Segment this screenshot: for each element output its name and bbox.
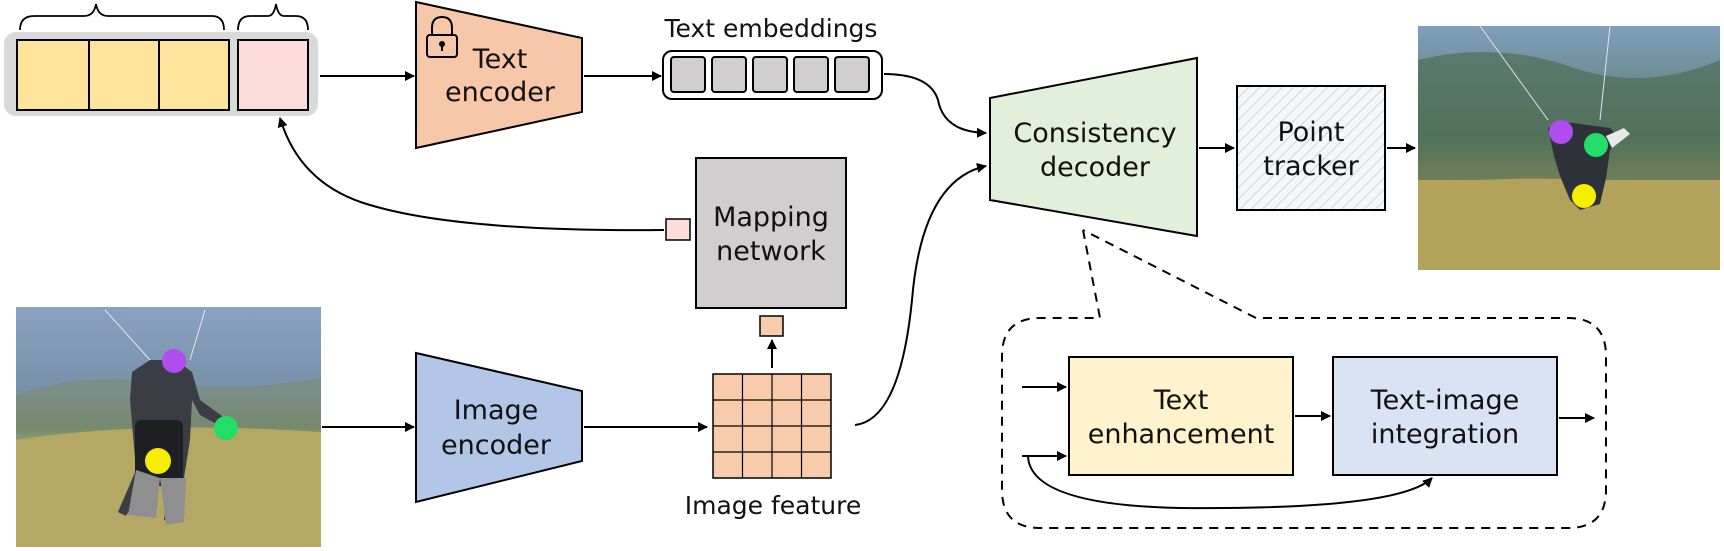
lock-icon bbox=[426, 15, 458, 58]
tracked-point-yellow bbox=[1572, 184, 1596, 208]
query-point-green bbox=[214, 416, 238, 440]
arrow-image-input-to-integration bbox=[1027, 455, 1433, 510]
input-image bbox=[16, 307, 321, 547]
embedding-cell bbox=[670, 56, 706, 93]
consistency-decoder-block bbox=[989, 56, 1198, 238]
decoder-detail-callout bbox=[1001, 229, 1607, 529]
point-tracker-label-line2: tracker bbox=[1263, 151, 1359, 182]
text-enhancement-label-line1: Text bbox=[1153, 385, 1209, 416]
image-encoder-block bbox=[415, 351, 583, 504]
embedding-cell bbox=[711, 56, 747, 93]
embedding-cell bbox=[793, 56, 829, 93]
arrow-mapped-token-to-prompt bbox=[277, 117, 665, 232]
prompt-token bbox=[158, 39, 230, 111]
learned-token bbox=[237, 39, 309, 111]
text-image-integration-label-line2: integration bbox=[1371, 419, 1519, 450]
image-feature-grid bbox=[712, 373, 832, 479]
text-encoder-label-line2: encoder bbox=[445, 77, 556, 108]
consistency-decoder-label-line2: decoder bbox=[1040, 152, 1151, 183]
pooled-feature-token bbox=[759, 315, 784, 337]
arrow-feature-to-decoder bbox=[854, 163, 987, 426]
text-enhancement-label-line2: enhancement bbox=[1088, 419, 1275, 450]
point-tracker-block bbox=[1236, 85, 1386, 211]
prompt-token bbox=[16, 39, 90, 111]
text-embeddings-caption: Text embeddings bbox=[664, 14, 878, 43]
embedding-cell bbox=[752, 56, 788, 93]
text-encoder-label-line1: Text bbox=[472, 44, 528, 75]
text-image-integration-label-line1: Text-image bbox=[1370, 385, 1519, 416]
image-encoder-label-line1: Image bbox=[454, 395, 539, 426]
point-tracker-label-line1: Point bbox=[1277, 117, 1344, 148]
tracked-point-green bbox=[1584, 133, 1608, 157]
prompt-bracket bbox=[19, 3, 309, 31]
mapped-token bbox=[665, 218, 691, 241]
mapping-network-label-line2: network bbox=[716, 236, 826, 267]
query-point-yellow bbox=[145, 448, 171, 474]
tracked-point-purple bbox=[1549, 120, 1573, 144]
mapping-network-block bbox=[695, 157, 847, 309]
query-point-purple bbox=[162, 349, 186, 373]
image-encoder-label-line2: encoder bbox=[441, 430, 552, 461]
text-image-integration-block bbox=[1332, 356, 1558, 476]
embedding-cell bbox=[834, 56, 870, 93]
text-enhancement-block bbox=[1068, 356, 1294, 476]
consistency-decoder-label-line1: Consistency bbox=[1013, 118, 1176, 149]
output-image bbox=[1418, 25, 1720, 270]
image-feature-caption: Image feature bbox=[685, 491, 862, 520]
arrow-embeddings-to-decoder bbox=[883, 73, 987, 138]
prompt-token bbox=[88, 39, 160, 111]
text-encoder-block bbox=[415, 0, 583, 150]
mapping-network-label-line1: Mapping bbox=[713, 202, 829, 233]
